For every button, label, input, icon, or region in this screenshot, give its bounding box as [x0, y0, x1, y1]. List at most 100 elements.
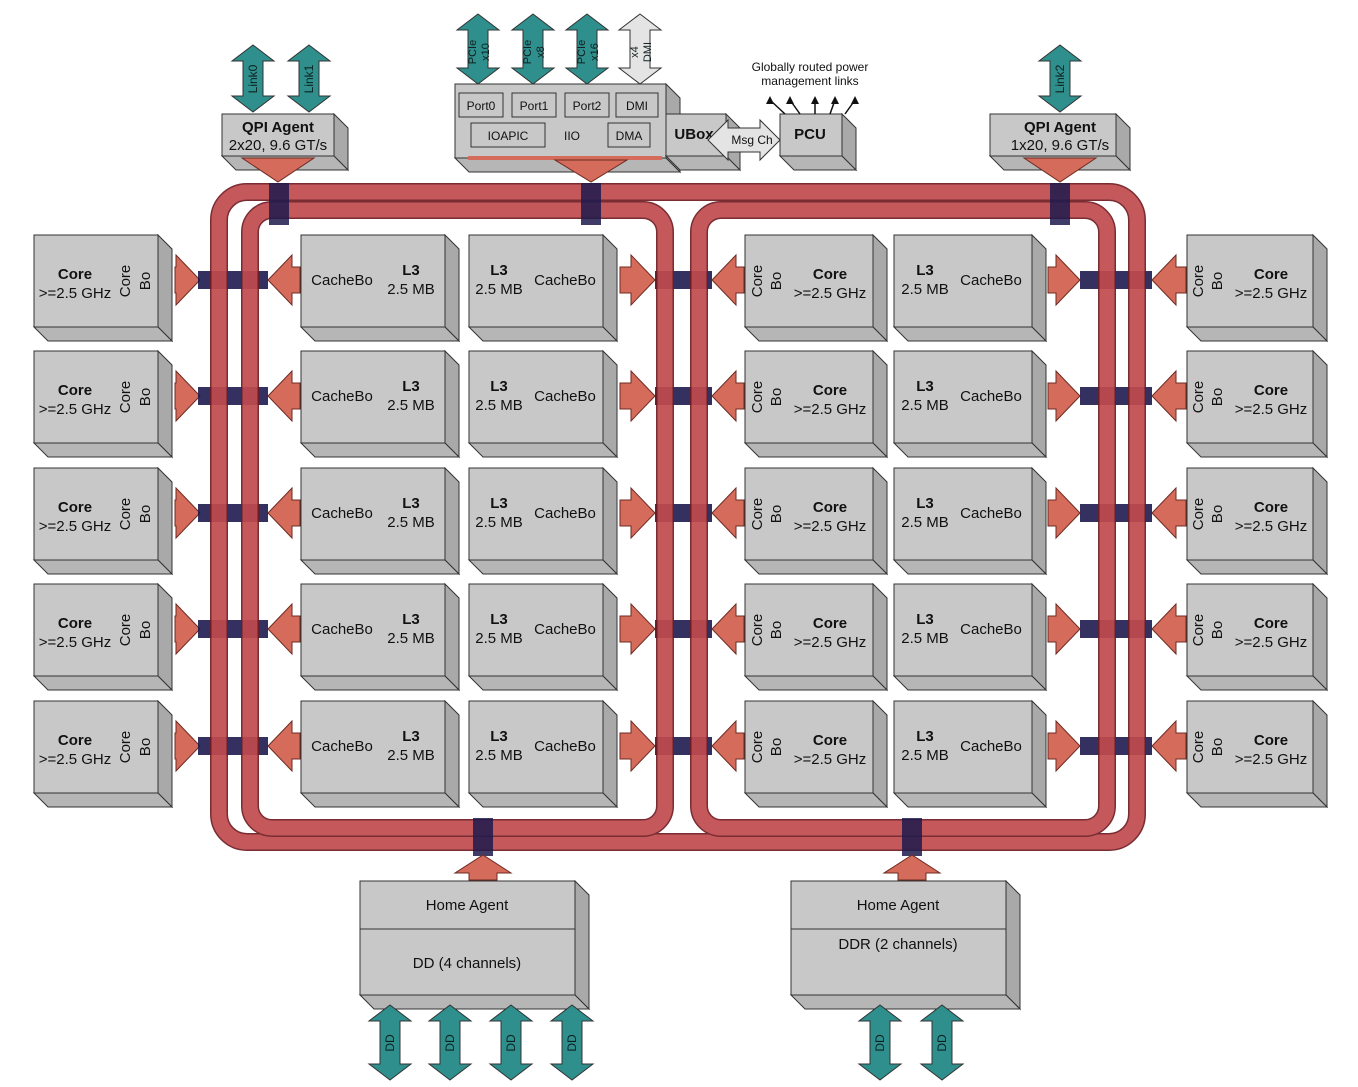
pcu-label: PCU: [794, 126, 826, 143]
cachebo-label: CacheBo: [534, 621, 596, 638]
l3-size: 2.5 MB: [901, 514, 949, 531]
cachebo-label: CacheBo: [960, 388, 1022, 405]
cbo-label: Core: [117, 265, 134, 298]
pcie-label: PCIe: [467, 40, 479, 64]
memory-channel-label: DD: [443, 1034, 457, 1052]
cachebo-label: CacheBo: [534, 272, 596, 289]
cache-box: [467, 349, 619, 459]
core-title: Core: [58, 266, 92, 283]
cache-box: [467, 699, 619, 809]
core-title: Core: [58, 732, 92, 749]
qpi-agent-speed: 2x20, 9.6 GT/s: [229, 137, 327, 154]
cache-box: [892, 349, 1048, 459]
cache-box: [467, 466, 619, 576]
cachebo-label: CacheBo: [960, 621, 1022, 638]
ring-left-outer: [211, 184, 1145, 850]
pcie-link-arrow: [564, 13, 610, 85]
cbo-label: Core: [117, 731, 134, 764]
iio-port-label: Port2: [573, 99, 602, 113]
cache-box: [892, 582, 1048, 692]
cachebo-label: CacheBo: [534, 505, 596, 522]
l3-title: L3: [490, 728, 508, 745]
pcie-label: PCIe: [522, 40, 534, 64]
cachebo-label: CacheBo: [960, 272, 1022, 289]
ubox-label: UBox: [674, 126, 714, 143]
core-box: [743, 233, 889, 343]
core-freq: >=2.5 GHz: [794, 401, 867, 418]
cache-to-ring-arrow: [267, 369, 301, 423]
core-box: [743, 349, 889, 459]
qpi-agent-right: [988, 112, 1132, 172]
core-box: [1185, 349, 1329, 459]
cbo-label: Core: [1190, 731, 1207, 764]
cbo-label: Core: [117, 614, 134, 647]
cache-to-ring-arrow: [619, 719, 656, 773]
core-freq: >=2.5 GHz: [39, 285, 112, 302]
pcie-link-arrow: [455, 13, 501, 85]
ioapic-label: IOAPIC: [488, 129, 529, 143]
ioapic-box: [470, 122, 546, 148]
cache-box: [299, 466, 461, 576]
iio-label: IIO: [564, 129, 580, 143]
core-freq: >=2.5 GHz: [794, 285, 867, 302]
ring-stop: [1050, 183, 1070, 225]
core-box: [1185, 233, 1329, 343]
cache-box: [467, 233, 619, 343]
iio-to-ring-arrow: [553, 159, 629, 183]
memory-channel-label: DD: [383, 1034, 397, 1052]
memory-channel-label: DD: [935, 1034, 949, 1052]
core-to-ring-arrow: [711, 486, 745, 540]
iio-port-box: [564, 92, 610, 118]
iio-port-label: Port1: [520, 99, 549, 113]
iio-port-label: Port0: [467, 99, 496, 113]
core-box: [743, 582, 889, 692]
pcie-label: PCIe: [576, 40, 588, 64]
cache-box: [299, 582, 461, 692]
core-title: Core: [813, 615, 847, 632]
l3-title: L3: [916, 728, 934, 745]
cache-to-ring-arrow: [267, 486, 301, 540]
pcie-label: x16: [589, 43, 601, 61]
cachebo-label: CacheBo: [960, 738, 1022, 755]
core-title: Core: [58, 615, 92, 632]
core-title: Core: [1254, 732, 1288, 749]
cache-to-ring-arrow: [267, 719, 301, 773]
cache-to-ring-arrow: [619, 486, 656, 540]
dma-box: [607, 122, 651, 148]
core-to-ring-arrow: [174, 369, 201, 423]
core-box: [32, 582, 174, 692]
cbo-label: Bo: [768, 505, 785, 523]
cache-box: [299, 699, 461, 809]
ring-stop: [581, 183, 601, 225]
cache-to-ring-arrow: [1047, 253, 1081, 307]
cache-box: [892, 466, 1048, 576]
cache-box: [892, 699, 1048, 809]
core-title: Core: [58, 499, 92, 516]
cbo-label: Bo: [137, 388, 154, 406]
core-to-ring-arrow: [1151, 369, 1187, 423]
core-freq: >=2.5 GHz: [1235, 285, 1308, 302]
core-box: [743, 466, 889, 576]
l3-title: L3: [490, 495, 508, 512]
cachebo-label: CacheBo: [311, 738, 373, 755]
core-to-ring-arrow: [174, 253, 201, 307]
iio-port-box: [615, 92, 659, 118]
core-freq: >=2.5 GHz: [794, 751, 867, 768]
home-agent-left: [358, 879, 591, 1011]
core-freq: >=2.5 GHz: [1235, 518, 1308, 535]
core-box: [32, 349, 174, 459]
core-title: Core: [1254, 382, 1288, 399]
home-agent-right: [789, 879, 1022, 1011]
memory-controller-label: DD (4 channels): [413, 955, 521, 972]
core-title: Core: [813, 266, 847, 283]
core-to-ring-arrow: [174, 486, 201, 540]
l3-size: 2.5 MB: [387, 281, 435, 298]
cbo-label: Core: [749, 265, 766, 298]
l3-title: L3: [916, 495, 934, 512]
l3-size: 2.5 MB: [475, 514, 523, 531]
l3-title: L3: [490, 262, 508, 279]
core-to-ring-arrow: [711, 253, 745, 307]
memory-channel-arrow: [857, 1004, 903, 1081]
cachebo-label: CacheBo: [311, 505, 373, 522]
